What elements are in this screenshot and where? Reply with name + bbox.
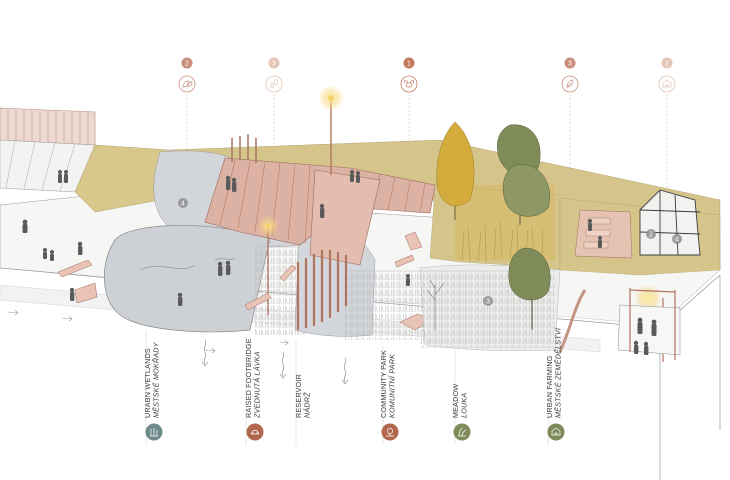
label-english: RESERVOIR bbox=[294, 374, 303, 418]
zone-number: 2 bbox=[649, 231, 653, 238]
label-english: URBAN FARMING bbox=[545, 355, 554, 418]
farm-lower-plot bbox=[617, 304, 681, 356]
label-english: COMMUNITY PARK bbox=[379, 350, 388, 418]
people bbox=[22, 170, 657, 355]
zone-number: 4 bbox=[181, 200, 185, 207]
marker-number: 3 bbox=[568, 61, 572, 68]
tree-yellow bbox=[436, 121, 475, 220]
label-english: MEADOW bbox=[451, 384, 460, 418]
label-english: RAISED FOOTBRIDGE bbox=[244, 338, 253, 418]
top-marker: 2 bbox=[658, 57, 676, 93]
zone-marker: 4 bbox=[672, 234, 682, 244]
marker-number: 3 bbox=[272, 61, 276, 68]
grass-berm bbox=[74, 144, 171, 213]
zone-number: 3 bbox=[486, 298, 490, 305]
farm-frame bbox=[629, 288, 676, 360]
zone-marker: 3 bbox=[483, 296, 493, 306]
tree-green-low bbox=[508, 247, 551, 330]
label-czech: MĚSTSKÉ ZEMĚDĚLSTVÍ bbox=[554, 327, 563, 418]
marker-icon-circle bbox=[178, 75, 196, 93]
top-marker: 2 bbox=[178, 57, 196, 93]
lamp-post-low bbox=[257, 215, 279, 315]
label-icon-badge bbox=[453, 423, 471, 441]
park-icon bbox=[386, 428, 394, 437]
deck-poles bbox=[231, 134, 257, 163]
label-czech: KOMUNITNÍ PARK bbox=[388, 353, 397, 418]
building-wall bbox=[0, 107, 96, 146]
house-icon bbox=[662, 79, 672, 88]
top-markers: 2 3 1 3 2 bbox=[178, 57, 676, 93]
marker-icon-circle bbox=[400, 75, 418, 93]
water-ripples bbox=[139, 257, 236, 271]
marker-number: 1 bbox=[407, 61, 411, 68]
lamp-post-tall bbox=[318, 85, 344, 175]
zone-marker: 2 bbox=[646, 229, 656, 239]
marker-badge bbox=[181, 57, 193, 69]
top-marker: 3 bbox=[265, 57, 283, 93]
zone-markers: 4 3 2 4 bbox=[178, 198, 682, 306]
label-czech: ZVEDNUTÁ LÁVKA bbox=[253, 351, 262, 419]
label-english: URABN WETLANDS bbox=[143, 348, 152, 418]
greenhouse bbox=[639, 189, 701, 256]
bridge-icon bbox=[250, 429, 260, 435]
marker-badge bbox=[268, 57, 280, 69]
label-czech: MĚSTSKÉ MOKŘADY bbox=[152, 341, 161, 418]
planter-beds bbox=[583, 217, 611, 249]
top-marker: 3 bbox=[561, 57, 579, 93]
marker-icon-circle bbox=[265, 75, 283, 93]
label-czech: LOUKA bbox=[460, 393, 469, 418]
label-icon-badge bbox=[246, 423, 264, 441]
benches bbox=[57, 231, 433, 331]
bee-icon bbox=[404, 80, 414, 88]
top-marker: 1 bbox=[400, 57, 418, 93]
building-columns bbox=[7, 110, 89, 145]
marker-number: 2 bbox=[185, 61, 189, 68]
label-icon-badge bbox=[381, 423, 399, 441]
footprints-icon bbox=[270, 79, 278, 88]
zone-marker: 4 bbox=[178, 198, 188, 208]
zone-number: 4 bbox=[675, 236, 679, 243]
tree-green-tall bbox=[497, 124, 550, 225]
marker-icon-circle bbox=[658, 75, 676, 93]
wetland-icon bbox=[150, 428, 158, 437]
play-slide bbox=[558, 289, 587, 353]
marker-number: 2 bbox=[665, 61, 669, 68]
leaf-icon bbox=[566, 79, 574, 88]
step-lines bbox=[5, 140, 76, 192]
meadow-icon bbox=[458, 427, 467, 437]
street-arrows bbox=[7, 309, 289, 354]
marker-badge bbox=[564, 57, 576, 69]
marker-badge bbox=[661, 57, 673, 69]
meadow-grass bbox=[461, 221, 544, 263]
farm-house-icon bbox=[551, 427, 561, 436]
label-czech: NÁDRŽ bbox=[303, 392, 312, 418]
reservoir-basin bbox=[104, 225, 271, 333]
label-icon-badge bbox=[547, 423, 565, 441]
flow-arrows bbox=[201, 339, 349, 385]
leaf-cluster-icon bbox=[182, 80, 193, 88]
bridge-piles bbox=[296, 250, 348, 330]
marker-badge bbox=[403, 57, 415, 69]
bare-tree bbox=[426, 279, 445, 330]
